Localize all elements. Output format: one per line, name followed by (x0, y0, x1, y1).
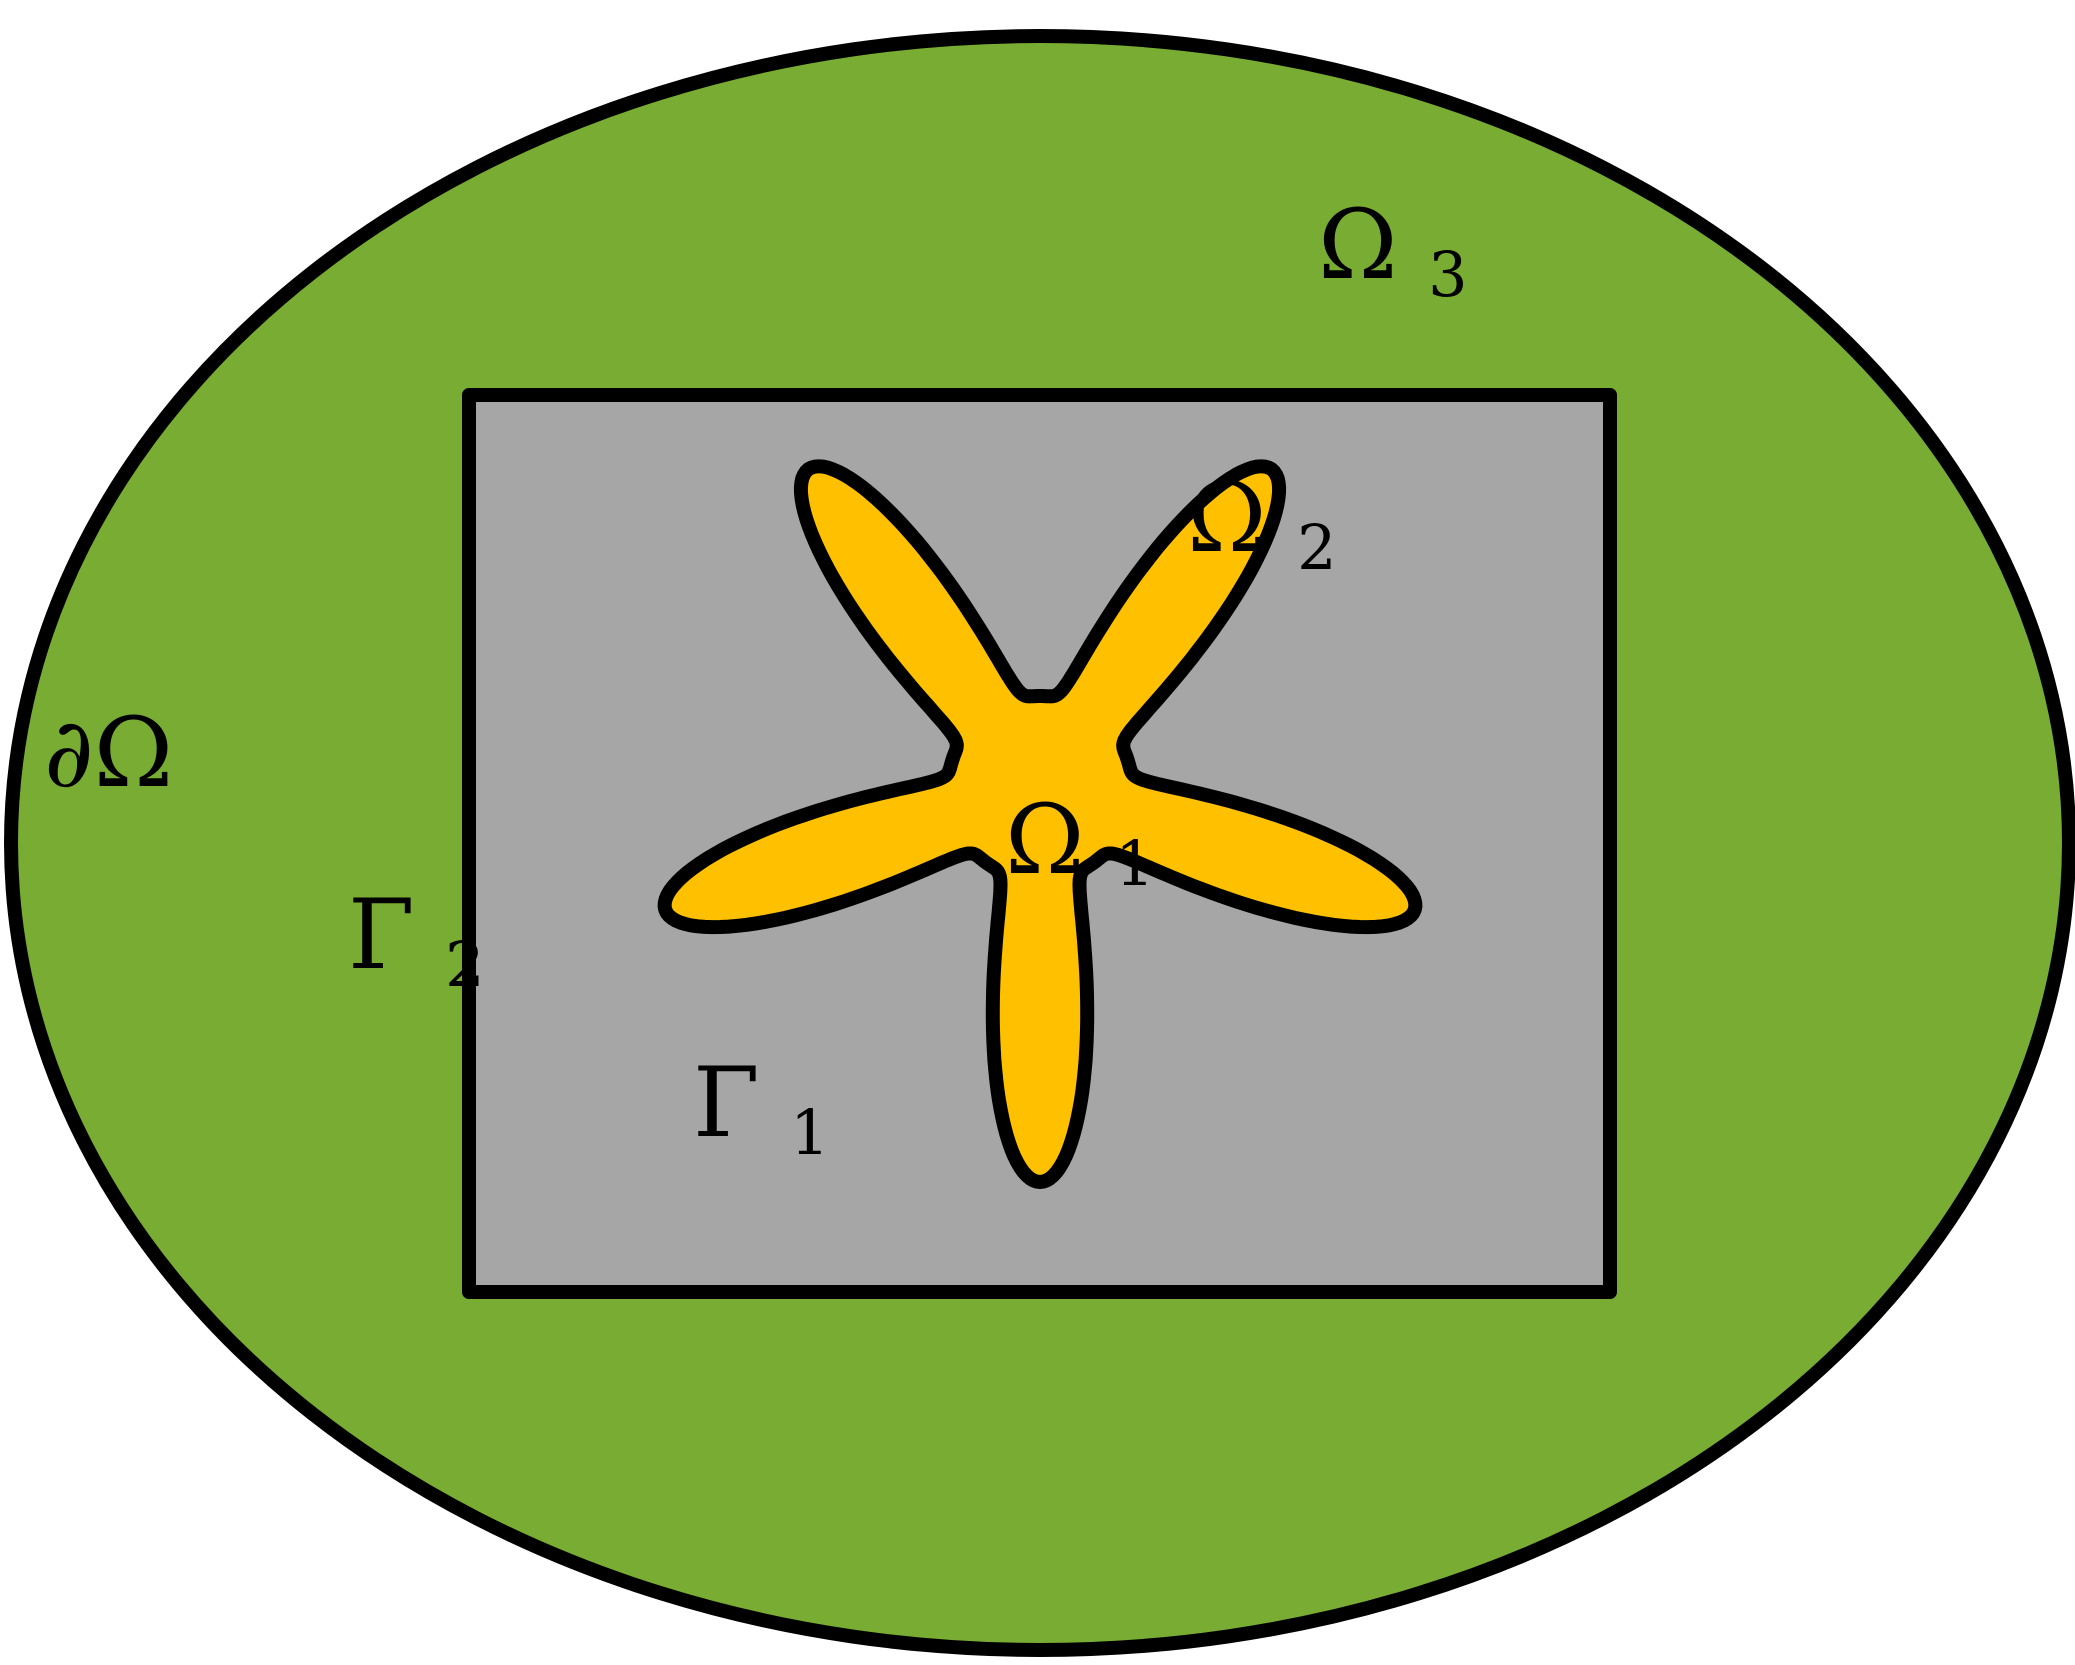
label-omega3-subscript: 3 (1428, 238, 1467, 311)
label-gamma2-symbol: Γ (348, 879, 415, 991)
label-omega1: Ω 1 (1005, 784, 1155, 900)
label-gamma2: Γ 2 (348, 879, 485, 1001)
inner-domain-omega1 (657, 459, 1423, 1189)
label-gamma1-subscript: 1 (790, 1096, 829, 1169)
label-omega1-symbol: Ω (1005, 784, 1085, 896)
label-boundary-outer: ∂Ω (44, 697, 173, 809)
label-omega2-symbol: Ω (1187, 462, 1267, 574)
label-omega3-symbol: Ω (1318, 189, 1398, 301)
label-omega3: Ω 3 (1318, 189, 1468, 311)
label-gamma1: Γ 1 (693, 1047, 830, 1169)
label-gamma2-subscript: 2 (445, 928, 484, 1001)
label-omega1-subscript: 1 (1115, 827, 1154, 900)
label-omega2: Ω 2 (1187, 462, 1337, 584)
label-gamma1-symbol: Γ (693, 1047, 760, 1159)
label-omega2-subscript: 2 (1297, 511, 1336, 584)
